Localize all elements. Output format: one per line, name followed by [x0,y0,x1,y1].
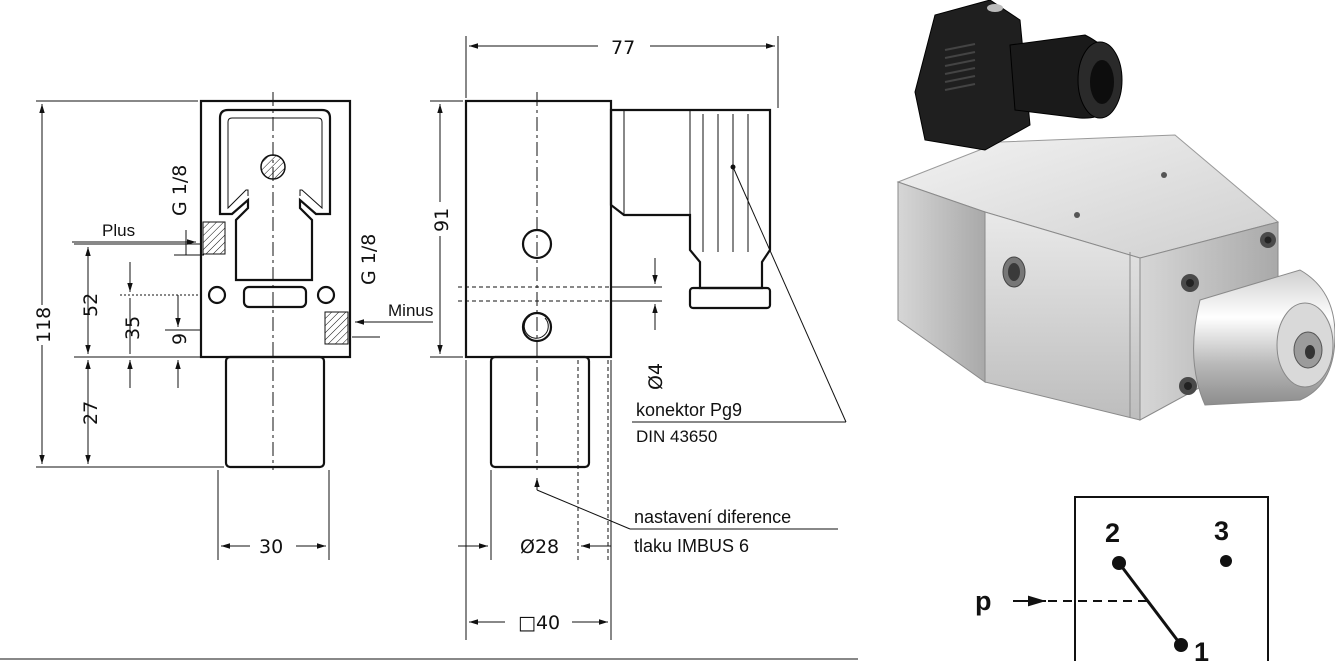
front-port-right-hatch [324,311,349,345]
contact-3-label: 3 [1214,516,1229,546]
dim-height-35: 35 [122,316,144,340]
front-stem [224,355,326,469]
dim-height-9: 9 [169,333,191,345]
front-connector-outline [218,108,332,282]
switch-lever [1117,562,1183,646]
dim-diameter-28: Ø28 [520,536,559,558]
front-mount-hole-left [207,285,227,305]
front-gland-nut [242,285,308,309]
side-view: 77 91 Ø4 konektor Pg9 DIN 43650 nastaven… [430,36,847,640]
dim-length-77: 77 [611,37,635,59]
terminal-minus-label: Minus [388,301,433,320]
terminal-plus-label: Plus [102,221,135,240]
side-stem [489,355,591,469]
dim-height-27: 27 [80,401,102,425]
connector-label-line1: konektor Pg9 [636,400,742,420]
side-connector [609,108,772,290]
adjust-label-line1: nastavení diference [634,507,791,527]
port-right-label: G 1/8 [358,234,380,285]
dim-height-91: 91 [431,208,453,232]
contact-1-label: 1 [1194,637,1209,661]
port-upper-label: G 1/8 [169,165,191,216]
dim-diameter-4: Ø4 [645,363,667,390]
product-block-left [897,181,986,383]
pressure-label: p [975,586,992,616]
dim-height-52: 52 [80,293,102,317]
contact-3-dot [1220,555,1232,567]
side-gland-nut [688,286,772,310]
connector-label-line2: DIN 43650 [636,427,717,446]
switch-symbol-frame [1074,496,1269,661]
front-mount-hole-right [316,285,336,305]
front-view: 118 52 27 35 9 G 1/8 Plus G 1/8 Minus [30,92,433,560]
dim-square-40: □40 [518,612,560,634]
front-port-upper-hatch [202,221,226,255]
product-photo [896,0,1335,421]
adjust-label-line2: tlaku IMBUS 6 [634,536,749,556]
dim-width-30: 30 [259,536,283,558]
dim-height-total: 118 [33,307,55,343]
switch-symbol: 2 3 1 p [975,496,1269,661]
contact-2-label: 2 [1105,518,1120,548]
